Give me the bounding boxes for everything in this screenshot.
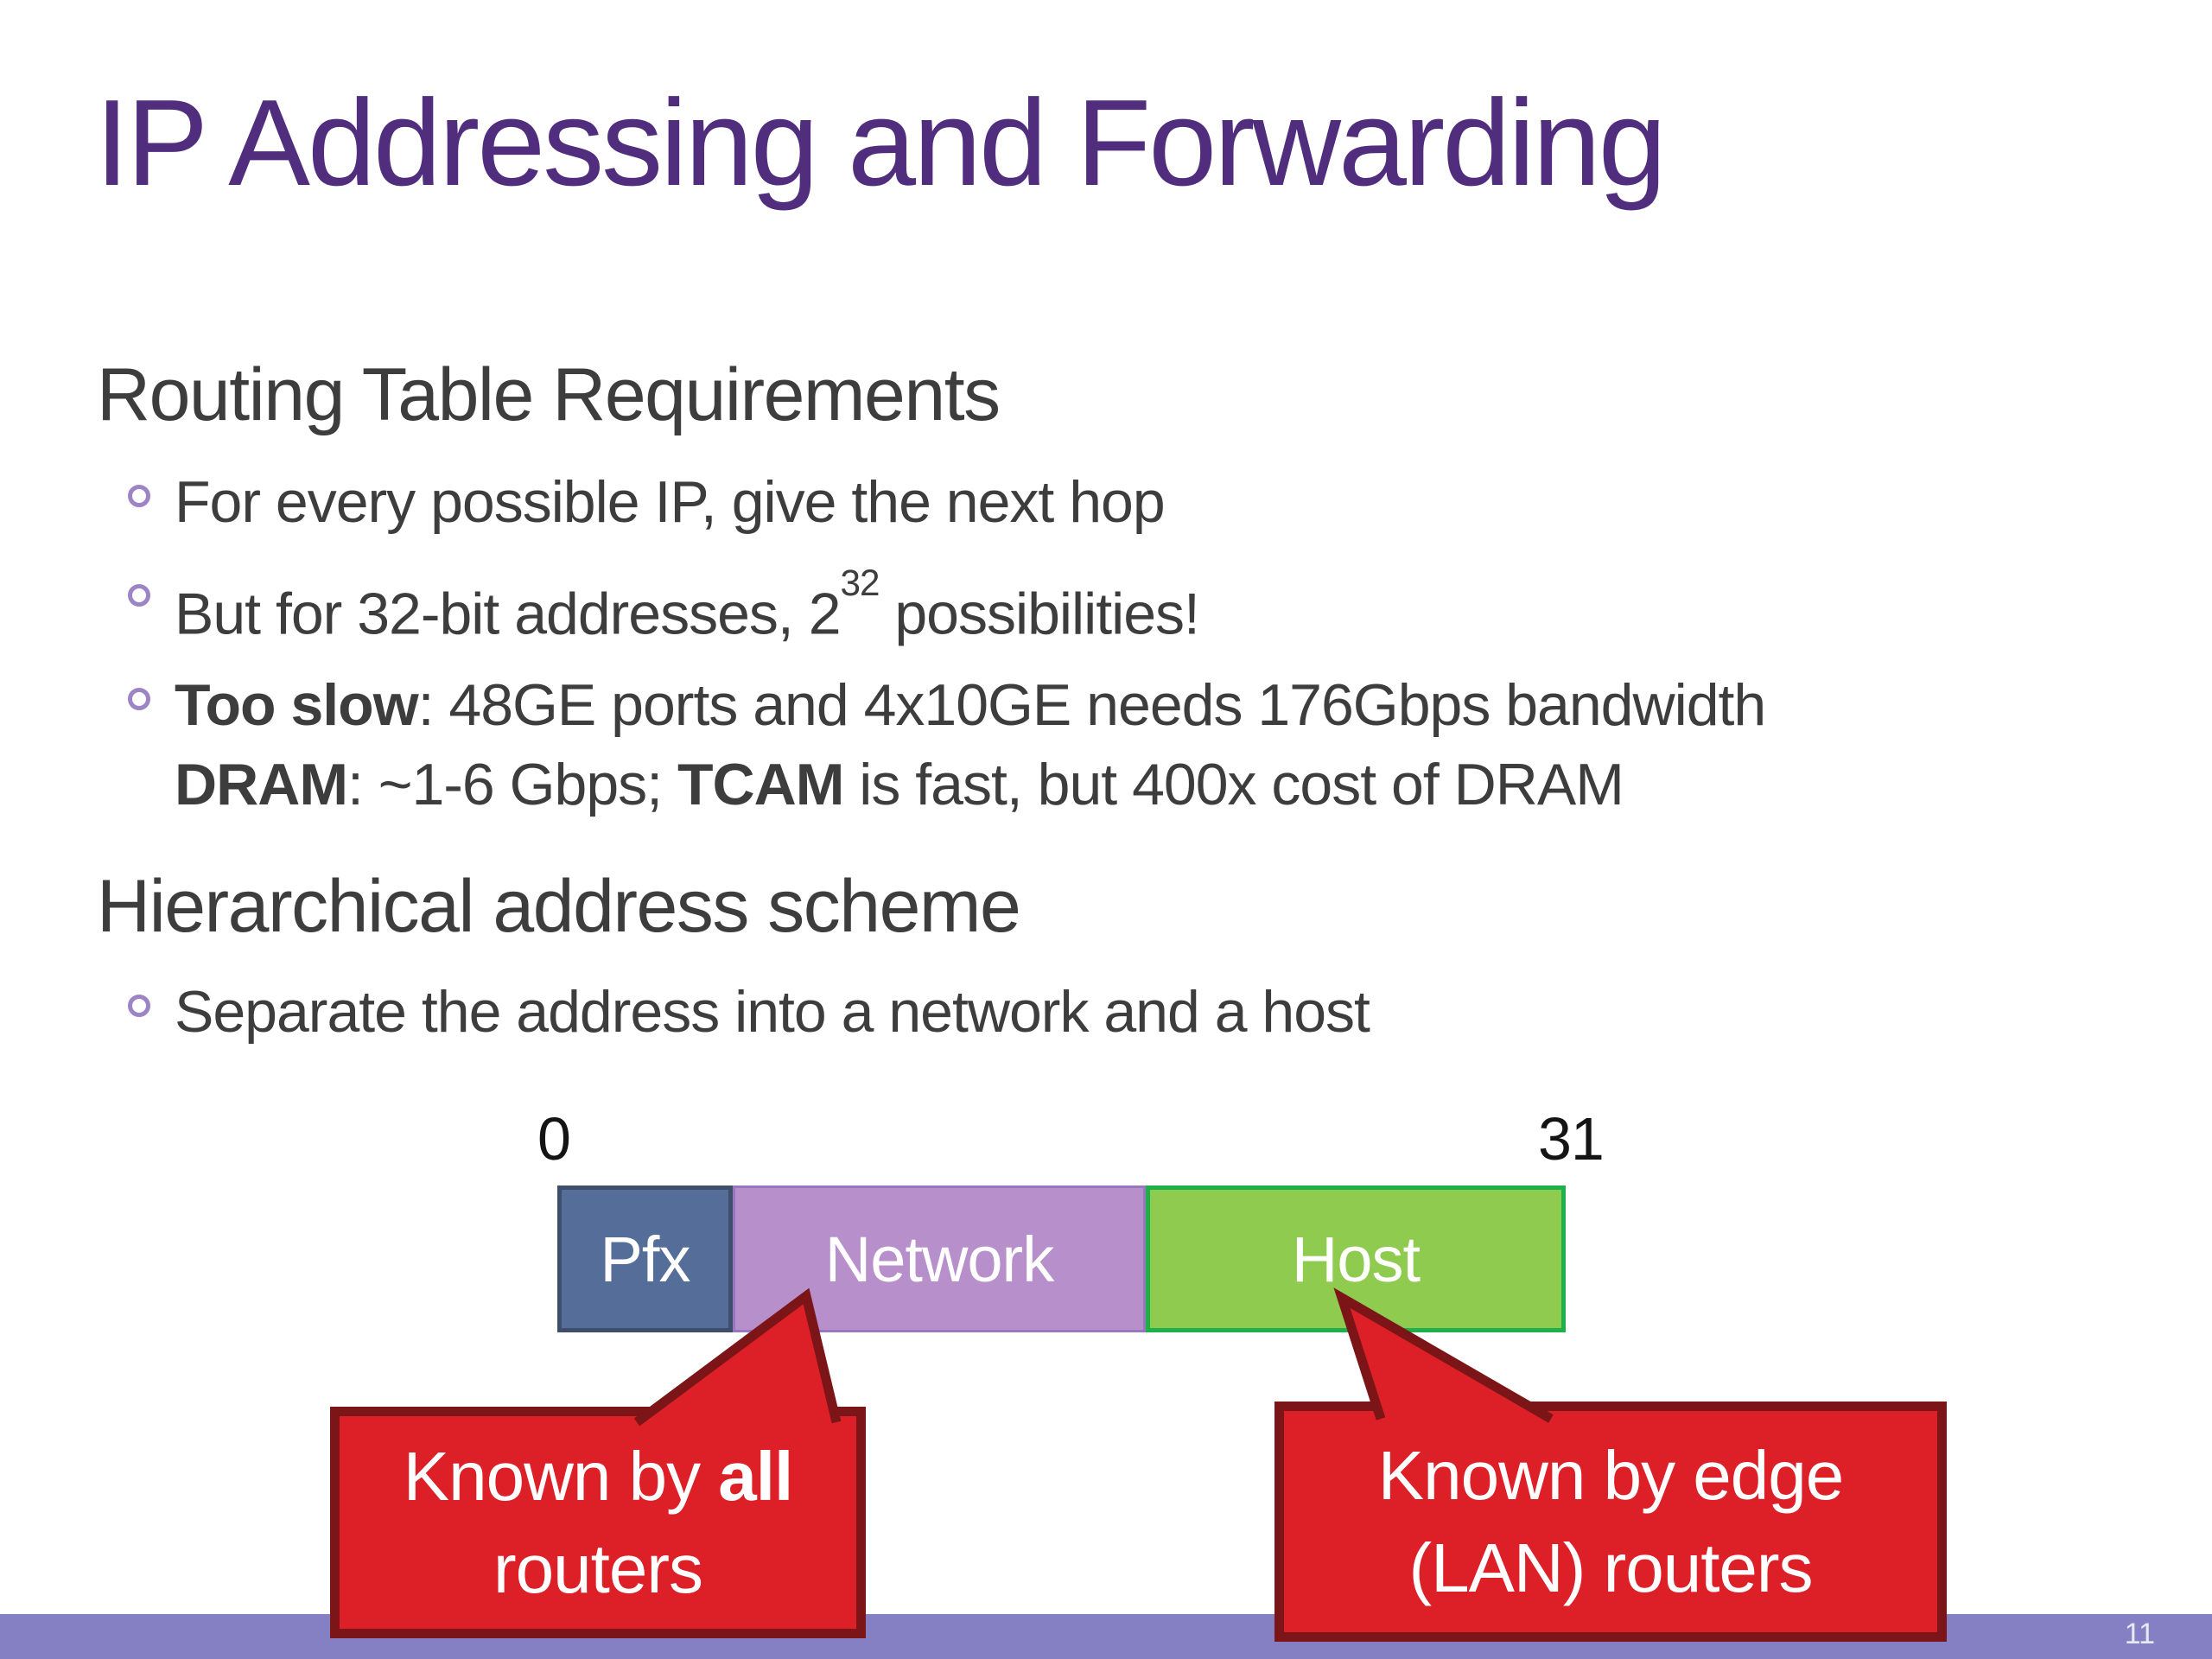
bullet-circle-icon (128, 995, 150, 1017)
bold-tcam: TCAM (677, 752, 844, 817)
bullet-circle-icon (128, 485, 150, 507)
bullet-line-1: Too slow: 48GE ports and 4x10GE needs 17… (175, 672, 1766, 738)
callout-line-1: Known by all (403, 1437, 794, 1515)
slide-title: IP Addressing and Forwarding (95, 74, 1667, 212)
segment-label: Network (824, 1223, 1054, 1295)
callout-line-2: routers (493, 1530, 703, 1607)
bullet-text-suffix: possibilities! (879, 581, 1200, 647)
bullet-too-slow: Too slow: 48GE ports and 4x10GE needs 17… (128, 665, 1766, 824)
field-segment-pfx: Pfx (557, 1185, 733, 1332)
field-segment-network: Network (733, 1185, 1146, 1332)
bullet-32bit-addresses: But for 32-bit addresses, 232 possibilit… (128, 562, 1200, 654)
field-segment-host: Host (1146, 1185, 1566, 1332)
bullet-text: Separate the address into a network and … (175, 979, 1370, 1045)
page-number: 11 (2124, 1618, 2155, 1650)
bold-too-slow: Too slow (175, 672, 419, 738)
bit-label-31: 31 (1538, 1105, 1605, 1173)
bullet-circle-icon (128, 688, 150, 710)
bold-all: all (718, 1437, 793, 1515)
callout-known-by-all-routers: Known by all routers (330, 1407, 866, 1638)
bold-dram: DRAM (175, 752, 348, 817)
bullet-text-prefix: But for 32-bit addresses, 2 (175, 581, 842, 647)
bullet-separate-address: Separate the address into a network and … (128, 972, 1370, 1052)
callout-known-by-edge-routers: Known by edge (LAN) routers (1274, 1402, 1947, 1642)
segment-label: Pfx (600, 1223, 691, 1295)
exponent: 32 (840, 562, 880, 603)
segment-label: Host (1291, 1223, 1421, 1295)
heading-hierarchical-address-scheme: Hierarchical address scheme (97, 865, 1021, 948)
bullet-text: But for 32-bit addresses, 232 possibilit… (175, 562, 1200, 654)
callout-line-1: Known by edge (1377, 1436, 1845, 1514)
bullet-text: For every possible IP, give the next hop (175, 469, 1166, 535)
bullet-text: Too slow: 48GE ports and 4x10GE needs 17… (175, 665, 1766, 824)
bullet-line-2: DRAM: ~1-6 Gbps; TCAM is fast, but 400x … (175, 752, 1624, 817)
bullet-circle-icon (128, 584, 150, 607)
heading-routing-table-requirements: Routing Table Requirements (97, 353, 1001, 436)
bit-label-0: 0 (537, 1105, 571, 1173)
bullet-next-hop: For every possible IP, give the next hop (128, 462, 1166, 542)
callout-line-2: (LAN) routers (1408, 1529, 1813, 1606)
